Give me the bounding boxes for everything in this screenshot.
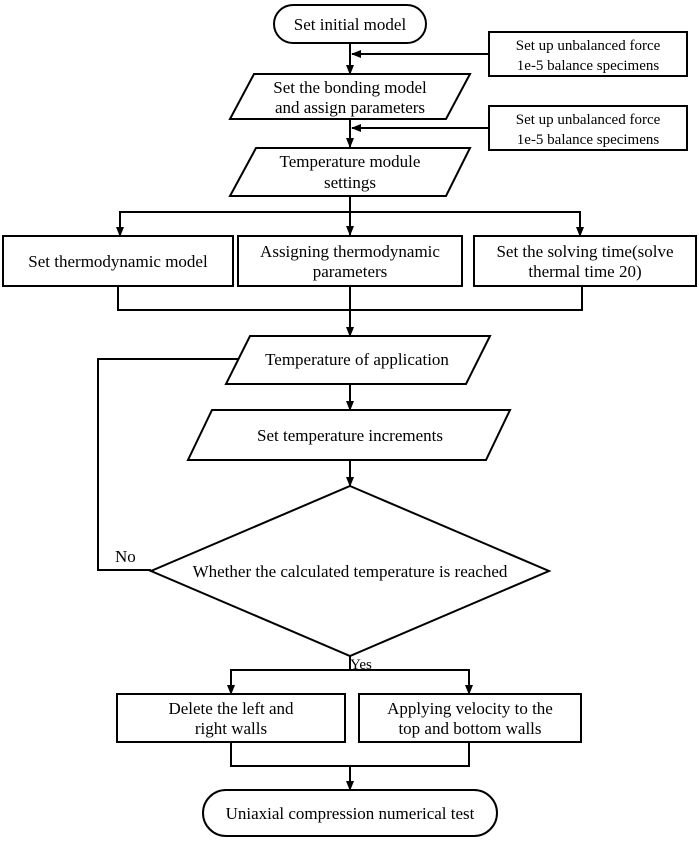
apply-temperature-label: Temperature of application: [265, 350, 449, 369]
delete-walls-line-1: Delete the left and: [168, 699, 294, 718]
start-terminal: Set initial model: [273, 4, 427, 44]
thermo-params-line-2: parameters: [313, 262, 388, 281]
temp-module-line-2: settings: [324, 173, 376, 192]
temp-module-line-1: Temperature module: [280, 152, 421, 171]
final-merge-line: [230, 742, 470, 767]
start-label: Set initial model: [294, 15, 407, 34]
velocity-line-1: Applying velocity to the: [387, 699, 553, 718]
bonding-line-2: and assign parameters: [275, 98, 425, 117]
temperature-increments-node: Set temperature increments: [186, 409, 512, 461]
solve-time-line-1: Set the solving time(solve: [496, 242, 673, 261]
side-box-1-line-1: Set up unbalanced force: [516, 38, 661, 54]
thermo-params-node: Assigning thermodynamic parameters: [237, 235, 463, 287]
side-box-1: Set up unbalanced force 1e-5 balance spe…: [488, 31, 688, 77]
thermo-model-label: Set thermodynamic model: [28, 252, 208, 271]
thermo-model-node: Set thermodynamic model: [2, 235, 234, 287]
velocity-node: Applying velocity to the top and bottom …: [358, 693, 582, 743]
arrow-no-loop: [97, 355, 250, 571]
delete-walls-line-2: right walls: [195, 719, 267, 738]
temperature-increments-label: Set temperature increments: [257, 426, 443, 445]
thermo-params-line-1: Assigning thermodynamic: [260, 242, 440, 261]
end-terminal: Uniaxial compression numerical test: [202, 789, 498, 837]
bonding-model-node: Set the bonding model and assign paramet…: [228, 73, 472, 120]
decision-node: Whether the calculated temperature is re…: [148, 484, 552, 658]
bonding-line-1: Set the bonding model: [273, 78, 427, 97]
yes-split-line: [230, 669, 470, 694]
yes-label: Yes: [350, 657, 372, 673]
side-box-2: Set up unbalanced force 1e-5 balance spe…: [488, 105, 688, 151]
end-label: Uniaxial compression numerical test: [226, 804, 475, 823]
decision-label: Whether the calculated temperature is re…: [193, 562, 508, 581]
no-label: No: [115, 547, 136, 566]
side-box-2-line-2: 1e-5 balance specimens: [517, 132, 660, 148]
delete-walls-node: Delete the left and right walls: [116, 693, 346, 743]
temperature-module-node: Temperature module settings: [228, 147, 472, 197]
side-box-2-line-1: Set up unbalanced force: [516, 112, 661, 128]
solve-time-node: Set the solving time(solve thermal time …: [473, 235, 697, 287]
side-box-1-line-2: 1e-5 balance specimens: [517, 58, 660, 74]
apply-temperature-node: Temperature of application: [224, 335, 492, 385]
connectors: [97, 43, 584, 791]
solve-time-line-2: thermal time 20): [528, 262, 641, 281]
velocity-line-2: top and bottom walls: [398, 719, 541, 738]
